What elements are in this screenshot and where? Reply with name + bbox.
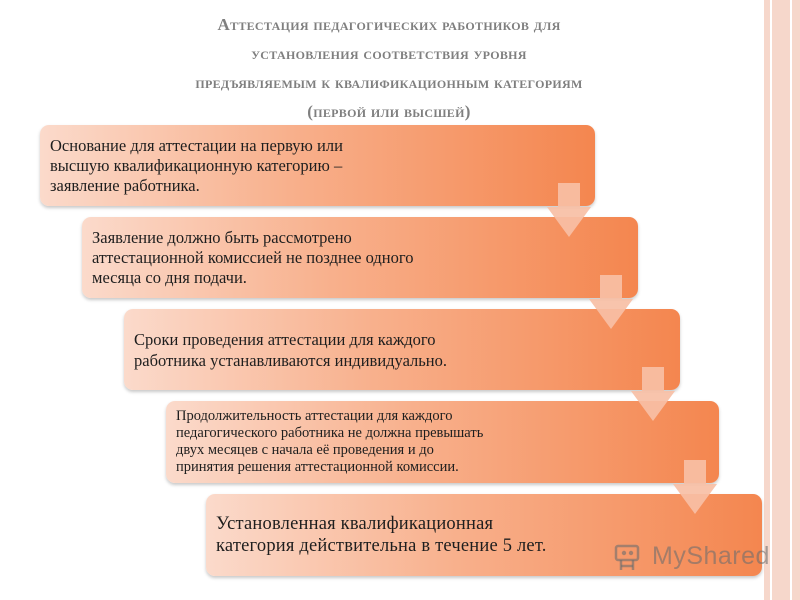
- title-line-2: установления соответствия уровня: [251, 44, 527, 63]
- step-text-3: Сроки проведения аттестации для каждого …: [134, 329, 650, 371]
- step-4-line-2: педагогического работника не должна прев…: [176, 425, 484, 441]
- step-3-line-1: Сроки проведения аттестации для каждого: [134, 329, 436, 349]
- arrow-down-icon: [673, 460, 717, 514]
- title-line-1: Аттестация педагогических работников для: [217, 15, 561, 34]
- step-4-line-4: принятия решения аттестационной комиссии…: [176, 459, 459, 475]
- stripe-line: [770, 0, 772, 600]
- step-4-line-3: двух месяцев с начала её проведения и до: [176, 442, 434, 458]
- arrow-down-icon: [631, 367, 675, 421]
- step-5-line-1: Установленная квалификационная: [216, 514, 494, 534]
- step-box-1: Основание для аттестации на первую или в…: [40, 125, 595, 206]
- step-box-3: Сроки проведения аттестации для каждого …: [124, 309, 680, 390]
- step-5-line-2: категория действительна в течение 5 лет.: [216, 536, 547, 556]
- step-text-1: Основание для аттестации на первую или в…: [50, 136, 565, 196]
- step-4-line-1: Продолжительность аттестации для каждого: [176, 408, 453, 424]
- step-box-5: Установленная квалификационная категория…: [206, 494, 762, 576]
- myshared-logo-icon: [614, 544, 640, 570]
- step-1-line-1: Основание для аттестации на первую или: [50, 135, 343, 155]
- stripe-line: [790, 0, 792, 600]
- right-side-stripe: [764, 0, 800, 600]
- step-1-line-2: высшую квалификационную категорию –: [50, 155, 343, 175]
- step-box-2: Заявление должно быть рассмотрено аттест…: [82, 217, 638, 298]
- myshared-logo-text: MyShared: [652, 542, 770, 570]
- step-2-line-1: Заявление должно быть рассмотрено: [92, 227, 352, 247]
- step-2-line-2: аттестационной комиссией не позднее одно…: [92, 247, 414, 267]
- step-2-line-3: месяца со дня подачи.: [92, 267, 247, 287]
- arrow-down-icon: [547, 183, 591, 237]
- step-text-5: Установленная квалификационная категория…: [216, 513, 732, 557]
- step-3-line-2: работника устанавливаются индивидуально.: [134, 350, 448, 370]
- arrow-down-icon: [589, 275, 633, 329]
- title-line-4: (первой или высшей): [307, 102, 471, 121]
- step-text-2: Заявление должно быть рассмотрено аттест…: [92, 228, 608, 288]
- myshared-watermark: MyShared: [612, 540, 769, 572]
- step-box-4: Продолжительность аттестации для каждого…: [166, 401, 719, 483]
- step-text-4: Продолжительность аттестации для каждого…: [176, 408, 689, 476]
- title-line-3: предъявляемым к квалификационным категор…: [195, 73, 583, 92]
- step-1-line-3: заявление работника.: [50, 175, 200, 195]
- slide-title: Аттестация педагогических работников для…: [24, 10, 754, 126]
